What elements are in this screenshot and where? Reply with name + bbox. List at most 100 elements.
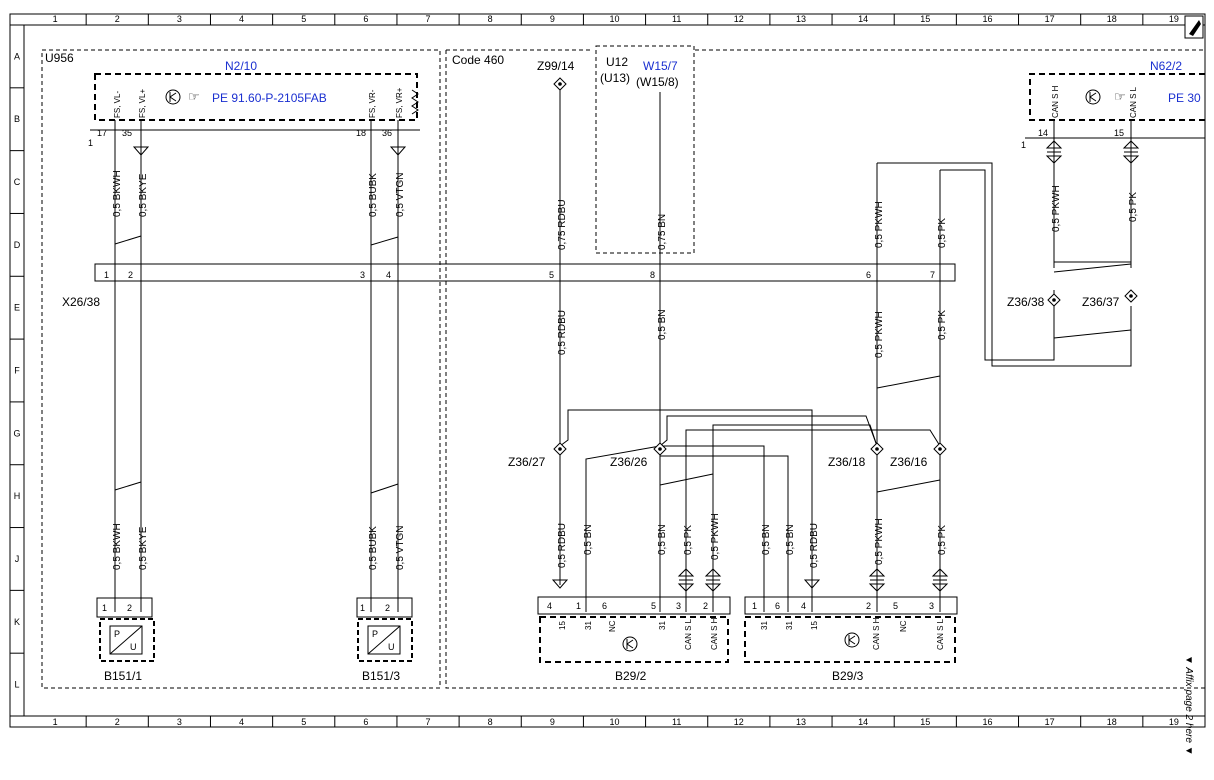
x26-pin-7: 7 bbox=[930, 270, 935, 280]
z36-37-label: Z36/37 bbox=[1082, 295, 1120, 309]
wire-label: 0,5 PK bbox=[683, 525, 694, 555]
wire-label: 0,5 BN bbox=[583, 524, 594, 555]
component-b151-3: P U 1 2 B151/3 bbox=[356, 597, 413, 683]
grid-column-4: 4 bbox=[239, 14, 244, 24]
z36-27-label: Z36/27 bbox=[508, 455, 546, 469]
grid-column-16: 16 bbox=[982, 717, 992, 727]
grid-row-C: C bbox=[14, 177, 21, 187]
wire-label: 0,5 PK bbox=[937, 218, 948, 248]
grid-column-17: 17 bbox=[1045, 717, 1055, 727]
w15-7-label: W15/7 bbox=[643, 59, 678, 73]
b29-3-pin-label: CAN S L bbox=[936, 618, 945, 650]
wire-label: 0,5 PKWH bbox=[1051, 185, 1062, 232]
wire-label: 0,5 BUBK bbox=[368, 526, 379, 570]
b29-2-pin: 3 bbox=[676, 601, 681, 611]
wire-label: 0,5 PK bbox=[937, 310, 948, 340]
b29-3-label: B29/3 bbox=[832, 669, 864, 683]
grid-column-4: 4 bbox=[239, 717, 244, 727]
n2-10-ground: 1 bbox=[88, 138, 93, 148]
affix-note: ▼ Affix page 2 here ▼ bbox=[1183, 655, 1194, 756]
z36-18-label: Z36/18 bbox=[828, 455, 866, 469]
grid-row-G: G bbox=[13, 428, 20, 438]
grid-column-3: 3 bbox=[177, 717, 182, 727]
b29-2-pin-label: CAN S L bbox=[684, 618, 693, 650]
wire-label: 0,5 RDBU bbox=[557, 310, 568, 355]
grid-column-18: 18 bbox=[1107, 717, 1117, 727]
grid-column-1: 1 bbox=[53, 14, 58, 24]
wire-label: 0,5 BN bbox=[657, 524, 668, 555]
grid-column-7: 7 bbox=[426, 14, 431, 24]
b151-3-p: P bbox=[372, 629, 378, 639]
region-code460-label: Code 460 bbox=[452, 53, 504, 67]
region-u956-label: U956 bbox=[45, 51, 74, 65]
grid-column-16: 16 bbox=[982, 14, 992, 24]
grid-column-19: 19 bbox=[1169, 717, 1179, 727]
n2-10-pin-label-b: FS, VL+ bbox=[138, 89, 147, 118]
component-b29-2: 4 1 6 5 3 2 15 31 NC 31 CAN S L CAN S H … bbox=[537, 596, 731, 683]
z99-14-label: Z99/14 bbox=[537, 59, 575, 73]
region-boxes bbox=[41, 45, 1205, 689]
hand-pointer-icon-2: ☞ bbox=[1114, 89, 1126, 104]
n62-2-name: N62/2 bbox=[1150, 59, 1182, 73]
wire-label: 0,5 BN bbox=[785, 524, 796, 555]
n62-2-ground: 1 bbox=[1021, 140, 1026, 150]
grid-column-5: 5 bbox=[301, 14, 306, 24]
wires bbox=[114, 85, 1132, 612]
n2-10-pin-label-d: FS, VR+ bbox=[395, 87, 404, 118]
b29-2-pin: 5 bbox=[651, 601, 656, 611]
b29-3-pin-label: CAN S H bbox=[872, 617, 881, 650]
grid-column-18: 18 bbox=[1107, 14, 1117, 24]
grid-column-2: 2 bbox=[115, 717, 120, 727]
wire-label: 0,5 RDBU bbox=[809, 523, 820, 568]
grid-row-H: H bbox=[14, 491, 21, 501]
z36-26-label: Z36/26 bbox=[610, 455, 648, 469]
wire-label: 0,5 BKYE bbox=[138, 173, 149, 217]
grid-column-9: 9 bbox=[550, 14, 555, 24]
wire-label: 0,5 PKWH bbox=[874, 518, 885, 565]
grid-row-F: F bbox=[14, 366, 20, 376]
u12-label: U12 bbox=[606, 55, 628, 69]
n2-10-pin-36: 36 bbox=[382, 128, 392, 138]
b29-3-pin: 2 bbox=[866, 601, 871, 611]
grid-column-2: 2 bbox=[115, 14, 120, 24]
n2-10-pin-17: 17 bbox=[97, 128, 107, 138]
grid-row-D: D bbox=[14, 240, 21, 250]
grid-column-8: 8 bbox=[488, 717, 493, 727]
b151-1-p: P bbox=[114, 629, 120, 639]
wire-labels: 0,5 BKWH 0,5 BKYE 0,5 BUBK 0,5 VTGN 0,75… bbox=[112, 170, 1139, 570]
grid-column-11: 11 bbox=[672, 14, 681, 24]
b151-1-u: U bbox=[130, 642, 137, 652]
b29-2-pin-label: 15 bbox=[558, 621, 567, 630]
n2-10-name: N2/10 bbox=[225, 59, 257, 73]
grid-row-J: J bbox=[15, 554, 20, 564]
grid-column-12: 12 bbox=[734, 717, 744, 727]
b29-2-pin: 2 bbox=[703, 601, 708, 611]
wire-label: 0,5 BKWH bbox=[112, 170, 123, 217]
grid-column-3: 3 bbox=[177, 14, 182, 24]
n62-2-ref: PE 30 bbox=[1168, 91, 1201, 105]
splice-points bbox=[553, 77, 1138, 456]
grid-column-10: 10 bbox=[609, 717, 619, 727]
grid-column-13: 13 bbox=[796, 14, 806, 24]
b29-3-pin: 1 bbox=[752, 601, 757, 611]
wire-label: 0,5 BN bbox=[657, 309, 668, 340]
splice-dots bbox=[558, 82, 1133, 451]
wire-label: 0,5 PK bbox=[1128, 192, 1139, 222]
wire-label: 0,5 VTGN bbox=[395, 173, 406, 217]
n62-2-pin-label-b: CAN S L bbox=[1129, 86, 1138, 118]
wire-label: 0,75 RDBU bbox=[557, 199, 568, 250]
grid-column-17: 17 bbox=[1045, 14, 1055, 24]
x26-pin-3: 3 bbox=[360, 270, 365, 280]
page-corner bbox=[1184, 15, 1204, 39]
b29-2-pin: 1 bbox=[576, 601, 581, 611]
connector-symbols bbox=[132, 140, 1140, 592]
component-b29-3: 1 6 4 2 5 3 31 31 15 CAN S H NC CAN S L … bbox=[744, 596, 958, 683]
n2-10-pin-label-a: FS, VL- bbox=[113, 91, 122, 118]
b151-3-pin-2: 2 bbox=[385, 603, 390, 613]
component-n2-10: N2/10 ☞ PE 91.60-P-2105FAB FS, VL- FS, V… bbox=[88, 59, 420, 148]
b29-2-label: B29/2 bbox=[615, 669, 647, 683]
grid-column-8: 8 bbox=[488, 14, 493, 24]
w15-8-label: (W15/8) bbox=[636, 75, 679, 89]
